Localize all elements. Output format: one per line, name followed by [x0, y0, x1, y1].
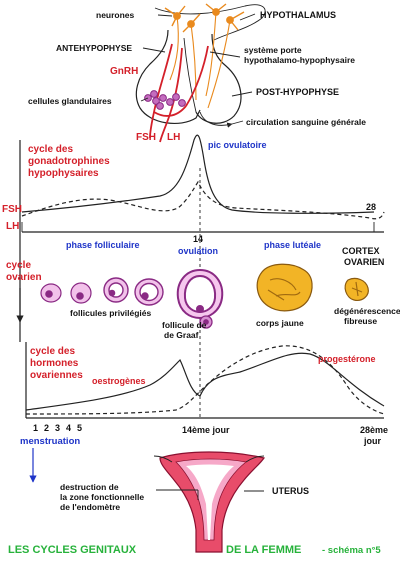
label-follicules: follicules privilégiés — [70, 308, 152, 318]
portal-vessels — [149, 43, 209, 143]
label-systeme-porte: système porte — [244, 45, 302, 55]
gonado-title-1: cycle des — [28, 144, 73, 155]
label-circulation: circulation sanguine générale — [246, 117, 366, 127]
oestrogen-curve — [25, 352, 385, 411]
gonado-title-2: gonadotrophines — [28, 156, 110, 167]
degenerescence-fibreuse — [344, 277, 369, 301]
tick-day-5: 5 — [77, 423, 82, 433]
label-pic-ovulatoire: pic ovulatoire — [208, 140, 267, 150]
label-destruction-2: la zone fonctionnelle — [60, 492, 144, 502]
neurone-cells — [164, 3, 245, 109]
progesterone-curve — [25, 345, 385, 415]
label-ovarien-red: ovarien — [6, 272, 42, 283]
label-de-graaf: de Graaf — [164, 330, 199, 340]
follicle-small-1 — [40, 283, 62, 303]
label-destruction-3: de l'endomètre — [60, 502, 120, 512]
glandular-cells — [144, 90, 186, 110]
uterus-illustration: UTERUS destruction de la zone fonctionne… — [60, 451, 309, 553]
label-uterus: UTERUS — [272, 486, 309, 496]
posterior-pituitary-outline — [195, 33, 242, 124]
uterine-cavity — [186, 464, 234, 540]
footer-title-1: LES CYCLES GENITAUX — [8, 544, 137, 556]
label-neurones: neurones — [96, 10, 135, 20]
footer-schema: - schéma n°5 — [322, 545, 381, 556]
day-ticks: 1 2 3 4 5 — [33, 423, 82, 433]
legend-lh: LH — [6, 221, 19, 232]
label-destruction-1: destruction de — [60, 482, 119, 492]
tick-day-4: 4 — [66, 423, 71, 433]
label-phase-folliculaire: phase folliculaire — [66, 240, 140, 250]
label-progesterone: progestérone — [318, 354, 376, 364]
label-fibreuse: fibreuse — [344, 316, 377, 326]
hormone-title-3: ovariennes — [30, 370, 83, 381]
label-cellules-glandulaires: cellules glandulaires — [28, 96, 112, 106]
label-systeme-porte-2: hypothalamo-hypophysaire — [244, 55, 355, 65]
label-28eme: 28ème — [360, 425, 388, 435]
label-brain-fsh: FSH — [136, 132, 156, 143]
pituitary-illustration: neurones HYPOTHALAMUS ANTEHYPOPHYSE syst… — [28, 3, 366, 143]
label-phase-luteale: phase lutéale — [264, 240, 321, 250]
label-hypothalamus: HYPOTHALAMUS — [260, 10, 336, 20]
tick-day-1: 1 — [33, 423, 38, 433]
gonado-title-3: hypophysaires — [28, 168, 99, 179]
legend-fsh: FSH — [2, 204, 22, 215]
label-jour: jour — [363, 436, 381, 446]
lh-curve — [21, 134, 375, 214]
label-ovarien: OVARIEN — [344, 257, 384, 267]
gonadotrophin-chart: cycle des gonadotrophines hypophysaires … — [2, 134, 385, 420]
label-follicule-de: follicule de — [162, 320, 207, 330]
label-corps-jaune: corps jaune — [256, 318, 304, 328]
label-cortex: CORTEX — [342, 246, 380, 256]
hormone-title-1: cycle des — [30, 346, 75, 357]
label-post-hypophyse: POST-HYPOPHYSE — [256, 87, 339, 97]
label-cycle: cycle — [6, 260, 31, 271]
follicle-medium — [103, 277, 129, 303]
hormone-title-2: hormones — [30, 358, 79, 369]
tick-day-2: 2 — [44, 423, 49, 433]
label-menstruation: menstruation — [20, 436, 80, 447]
label-14eme-jour: 14ème jour — [182, 425, 230, 435]
ovarian-cycle: phase folliculaire ovulation phase lutéa… — [6, 240, 400, 340]
follicle-large — [134, 278, 164, 306]
label-gnrh: GnRH — [110, 66, 138, 77]
follicle-small-2 — [70, 282, 92, 304]
corps-jaune — [256, 263, 313, 312]
graaf-follicle — [176, 268, 224, 320]
label-brain-lh: LH — [167, 132, 180, 143]
footer-title: LES CYCLES GENITAUX DE LA FEMME - schéma… — [8, 544, 381, 556]
label-ovulation: ovulation — [178, 246, 218, 256]
tick-day-28: 28 — [366, 202, 376, 212]
tick-day-14: 14 — [193, 234, 203, 244]
label-antehypophyse: ANTEHYPOPHYSE — [56, 43, 132, 53]
released-ovocyte — [199, 315, 213, 329]
tick-day-3: 3 — [55, 423, 60, 433]
ovarian-hormone-chart: cycle des hormones ovariennes progestéro… — [20, 342, 388, 483]
label-degenerescence: dégénérescence — [334, 306, 400, 316]
fsh-curve — [21, 180, 385, 220]
footer-title-2: DE LA FEMME — [226, 544, 301, 556]
anterior-pituitary-outline — [135, 29, 201, 125]
label-oestrogenes: oestrogènes — [92, 376, 146, 386]
